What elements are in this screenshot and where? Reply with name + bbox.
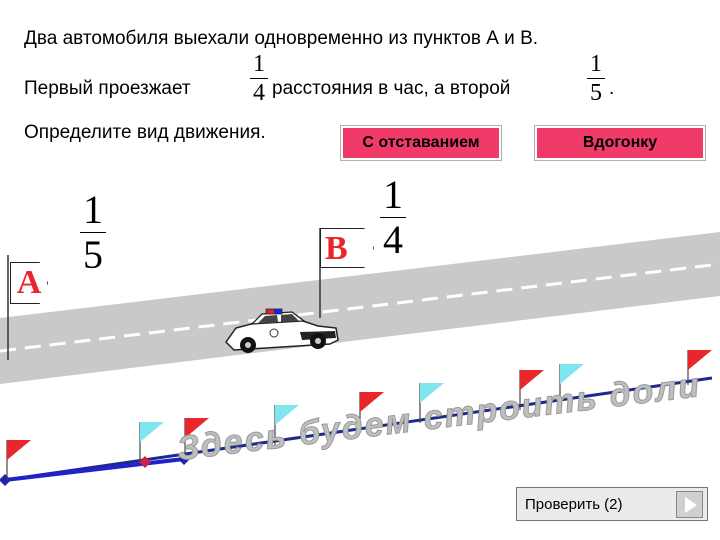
- problem-line-3: Определите вид движения.: [24, 122, 266, 143]
- flag-red-5: [687, 350, 712, 385]
- problem-line-2-start: Первый проезжает: [24, 78, 191, 99]
- problem-line-2-end: .: [609, 78, 615, 99]
- play-icon: [676, 491, 703, 518]
- number-line-point-mid: [139, 456, 151, 468]
- flag-red-1: [6, 440, 31, 480]
- flag-red-3: [359, 392, 384, 432]
- problem-line-2-middle: расстояния в час, а второй: [272, 78, 511, 99]
- flag-red-4: [519, 370, 544, 410]
- flag-cyan-4: [559, 364, 584, 404]
- flag-cyan-3: [419, 383, 444, 423]
- problem-line-1: Два автомобиля выехали одновременно из п…: [24, 28, 539, 49]
- flag-cyan-2: [274, 405, 299, 445]
- flag-cyan-1: [139, 422, 164, 462]
- check-button-label: Проверить (2): [525, 495, 623, 513]
- number-line-point-start: [0, 474, 11, 486]
- number-line-point-end: [178, 453, 190, 465]
- police-car-icon: [225, 308, 339, 353]
- number-line-base: [4, 376, 713, 482]
- point-a-label: A: [10, 262, 48, 304]
- road-center-line: [0, 262, 720, 353]
- answer-lag-button[interactable]: С отставанием: [341, 126, 501, 160]
- flag-red-2: [184, 418, 209, 458]
- number-line-segment: [4, 457, 185, 482]
- check-button[interactable]: Проверить (2): [516, 487, 708, 521]
- answer-catchup-button[interactable]: Вдогонку: [535, 126, 705, 160]
- point-b-label: B: [320, 228, 374, 268]
